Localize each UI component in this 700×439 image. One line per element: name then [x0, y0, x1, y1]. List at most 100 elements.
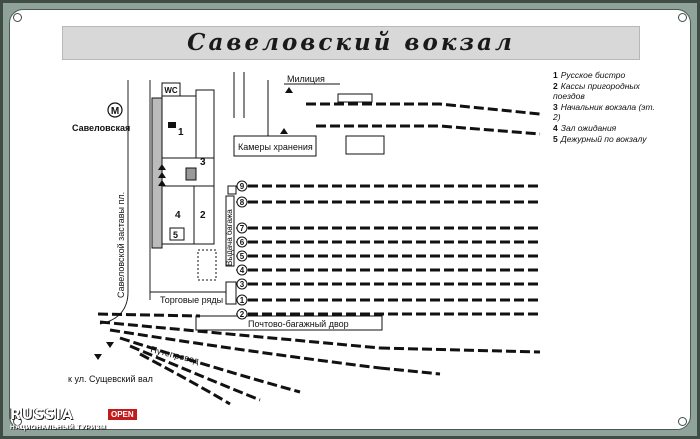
rail-line	[379, 366, 441, 376]
storage-box	[233, 135, 317, 157]
track-4: 4	[236, 264, 540, 276]
track-1: 1	[236, 294, 540, 306]
shopping-label: Торговые ряды	[160, 295, 223, 305]
building-number-2: 2	[200, 210, 206, 221]
office-box	[185, 167, 197, 181]
legend-number: 4	[553, 123, 558, 133]
rail-line	[316, 124, 541, 136]
wc-box	[161, 82, 181, 97]
track-7: 7	[236, 222, 540, 234]
track-marker	[236, 180, 248, 192]
militia-label: Милиция	[287, 74, 325, 84]
baggage-door	[227, 185, 237, 195]
title-banner: Савеловский вокзал	[62, 26, 640, 60]
track-2: 2	[236, 308, 540, 320]
track-marker	[236, 250, 248, 262]
corner-rivet	[13, 417, 22, 426]
street-bottom-label: к ул. Сущевский вал	[68, 374, 153, 384]
logo-badge: OPEN	[108, 409, 137, 420]
legend-text: Кассы пригородных поездов	[553, 81, 640, 101]
logo-subtitle: НАЦИОНАЛЬНЫЙ ТУРИЗМ	[10, 424, 107, 431]
page-title: Савеловский вокзал	[187, 29, 515, 56]
building-stripe	[151, 97, 163, 249]
track-number: 2	[240, 310, 245, 319]
wc-label: WC	[164, 86, 178, 95]
storage-arrow	[280, 128, 288, 134]
map-card	[9, 9, 691, 430]
building-number-5: 5	[173, 230, 178, 240]
building-block-1	[161, 95, 197, 159]
track-marker	[236, 278, 248, 290]
metro-letter: M	[111, 106, 119, 117]
track-number: 6	[240, 238, 245, 247]
street-vertical-label: Савеловской заставы пл.	[116, 192, 126, 298]
building-number-1: 1	[178, 127, 184, 138]
curved-tracks	[97, 312, 541, 406]
rail-line	[379, 346, 541, 354]
track-number: 4	[240, 266, 245, 275]
corner-rivet	[678, 417, 687, 426]
track-number: 9	[240, 182, 245, 191]
legend-number: 2	[553, 81, 558, 91]
track-5: 5	[236, 250, 540, 262]
building-stair	[195, 89, 215, 159]
russia-open-logo: RUSSIA OPEN НАЦИОНАЛЬНЫЙ ТУРИЗМ	[10, 407, 140, 431]
track-marker	[236, 294, 248, 306]
track-9: 9	[236, 180, 540, 192]
direction-arrows	[94, 342, 114, 360]
gate-box	[225, 281, 237, 305]
building-number-4: 4	[175, 210, 181, 221]
track-number: 8	[240, 198, 245, 207]
track-8: 8	[236, 196, 540, 208]
metro-icon	[107, 102, 123, 118]
legend-number: 1	[553, 70, 558, 80]
rail-line	[109, 328, 381, 370]
track-3: 3	[236, 278, 540, 290]
baggage-issue-label: Выдача багажа	[225, 209, 234, 266]
rail-line	[306, 102, 541, 116]
track-6: 6	[236, 236, 540, 248]
duty-box	[169, 227, 185, 241]
logo-main: RUSSIA	[10, 407, 74, 423]
rail-line	[129, 344, 261, 402]
rail-line	[139, 352, 231, 406]
track-group: 9 8 7 6 5 4 3 1 2	[236, 102, 541, 320]
annex-box	[345, 135, 385, 155]
legend-number: 3	[553, 102, 558, 112]
track-marker	[236, 236, 248, 248]
track-number: 3	[240, 280, 245, 289]
mail-yard-box	[195, 315, 383, 331]
track-number: 1	[240, 296, 245, 305]
rail-line	[99, 320, 381, 350]
platform-building	[337, 93, 373, 103]
legend-text: Зал ожидания	[560, 123, 617, 133]
metro-station-label: Савеловская	[72, 123, 130, 133]
track-marker	[236, 222, 248, 234]
rail-line	[119, 336, 301, 394]
bistro-icon	[168, 122, 176, 128]
entrance-arrows	[158, 164, 166, 186]
legend-text: Начальник вокзала (эт. 2)	[553, 102, 655, 122]
track-marker	[236, 196, 248, 208]
legend-text: Русское бистро	[560, 70, 626, 80]
baggage-hall	[225, 195, 235, 267]
track-marker	[236, 264, 248, 276]
storage-label: Камеры хранения	[238, 142, 313, 152]
legend-text: Дежурный по вокзалу	[560, 134, 647, 144]
building-stair-lower	[197, 249, 217, 281]
track-marker	[236, 308, 248, 320]
track-number: 5	[240, 252, 245, 261]
militia-arrow	[285, 87, 293, 93]
corner-rivet	[678, 13, 687, 22]
legend-number: 5	[553, 134, 558, 144]
rail-line	[97, 312, 201, 318]
mail-yard-label: Почтово-багажный двор	[248, 319, 349, 329]
track-number: 7	[240, 224, 245, 233]
